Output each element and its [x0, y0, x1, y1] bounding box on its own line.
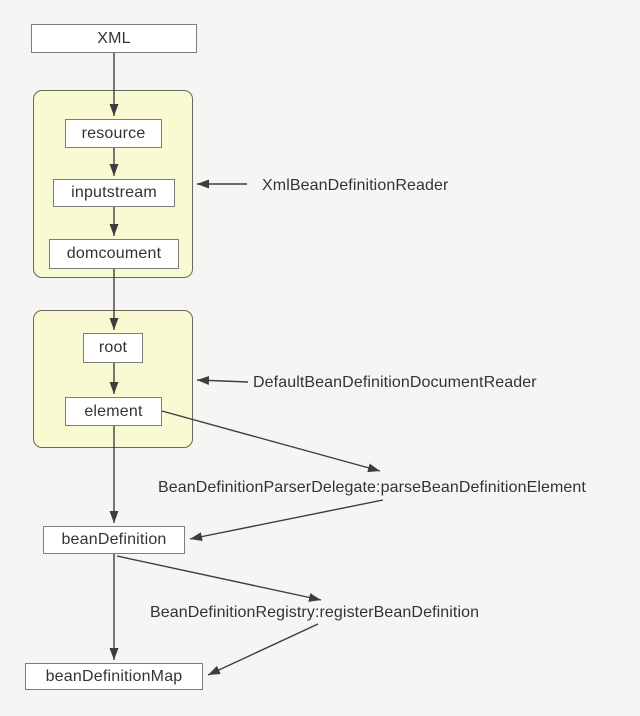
node-inputstream: inputstream	[53, 179, 175, 207]
node-domcoument: domcoument	[49, 239, 179, 269]
label-xml-bean-definition-reader: XmlBeanDefinitionReader	[262, 177, 449, 194]
node-bean-definition: beanDefinition	[43, 526, 185, 554]
node-bean-definition-map: beanDefinitionMap	[25, 663, 203, 690]
arrow-element-to-parse-label	[161, 410, 381, 473]
label-default-bean-definition-document-reader: DefaultBeanDefinitionDocumentReader	[253, 374, 537, 391]
node-xml: XML	[31, 24, 197, 53]
arrow-parse-label-to-beanDefinition	[189, 499, 384, 542]
label-parse-bean-definition-element: BeanDefinitionParserDelegate:parseBeanDe…	[158, 479, 586, 496]
arrow-default-reader-label-to-group	[196, 375, 249, 385]
node-root: root	[83, 333, 143, 363]
label-register-bean-definition: BeanDefinitionRegistry:registerBeanDefin…	[150, 604, 480, 621]
node-element: element	[65, 397, 162, 426]
arrow-register-label-to-beanDefinitionMap	[207, 623, 319, 676]
arrow-beanDefinition-to-register-label	[116, 555, 322, 602]
node-resource: resource	[65, 119, 162, 148]
